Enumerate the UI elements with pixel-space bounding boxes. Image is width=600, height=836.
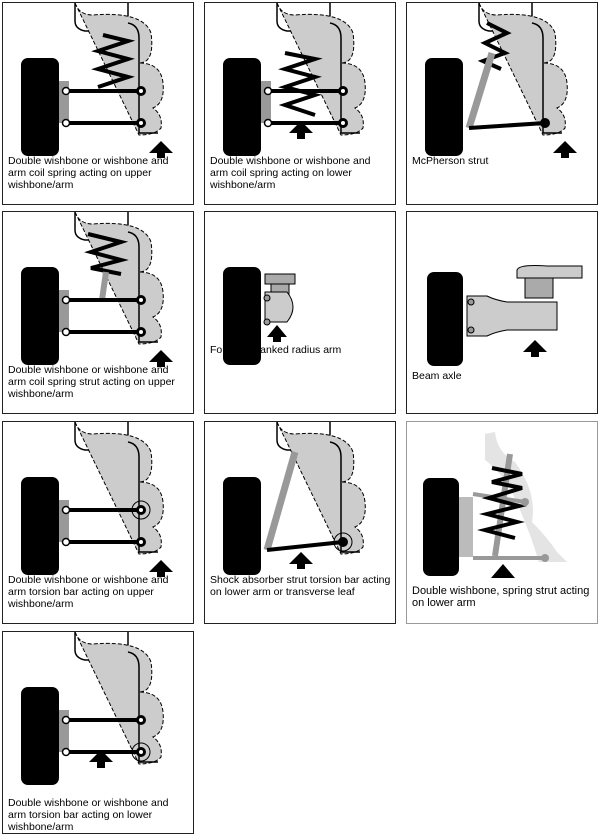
torsion-lower-illustration (21, 632, 165, 785)
panel-radius-arm: Forward cranked radius arm (204, 211, 396, 414)
caption: Double wishbone or wishbone and arm coil… (8, 155, 169, 191)
beam-axle-illustration (427, 265, 583, 366)
panel-mcpherson: McPherson strut (406, 2, 598, 205)
mcpherson-strut-illustration (425, 3, 577, 158)
caption: Double wishbone or wishbone and arm tors… (8, 797, 169, 833)
caption: Double wishbone, spring strut acting on … (412, 585, 590, 609)
panel-coil-lower: Double wishbone or wishbone and arm coil… (204, 2, 396, 205)
caption: Beam axle (412, 370, 462, 382)
caption: Double wishbone or wishbone and arm tors… (8, 574, 169, 610)
panel-torsion-upper: Double wishbone or wishbone and arm tors… (2, 421, 194, 624)
panel-torsion-lower: Double wishbone or wishbone and arm tors… (2, 631, 194, 834)
caption: Shock absorber strut torsion bar acting … (210, 574, 391, 598)
panel-beam-axle: Beam axle (406, 211, 598, 414)
coil-spring-lower-illustration (223, 3, 367, 156)
panel-coil-strut-upper: Double wishbone or wishbone and arm coil… (2, 211, 194, 414)
caption: Double wishbone or wishbone and arm coil… (8, 364, 175, 400)
caption: Forward cranked radius arm (210, 344, 342, 356)
torsion-upper-illustration (21, 422, 173, 577)
radius-arm-illustration (223, 267, 296, 365)
shock-torsion-lower-illustration (223, 422, 367, 575)
coil-strut-upper-illustration (21, 212, 173, 367)
spring-strut-lower-illustration (423, 432, 567, 578)
caption: Double wishbone or wishbone and arm coil… (210, 155, 371, 191)
caption: McPherson strut (412, 155, 489, 167)
panel-coil-upper: Double wishbone or wishbone and arm coil… (2, 2, 194, 205)
panel-shock-torsion-lower: Shock absorber strut torsion bar acting … (204, 421, 396, 624)
panel-spring-strut-lower: Double wishbone, spring strut acting on … (406, 421, 598, 624)
